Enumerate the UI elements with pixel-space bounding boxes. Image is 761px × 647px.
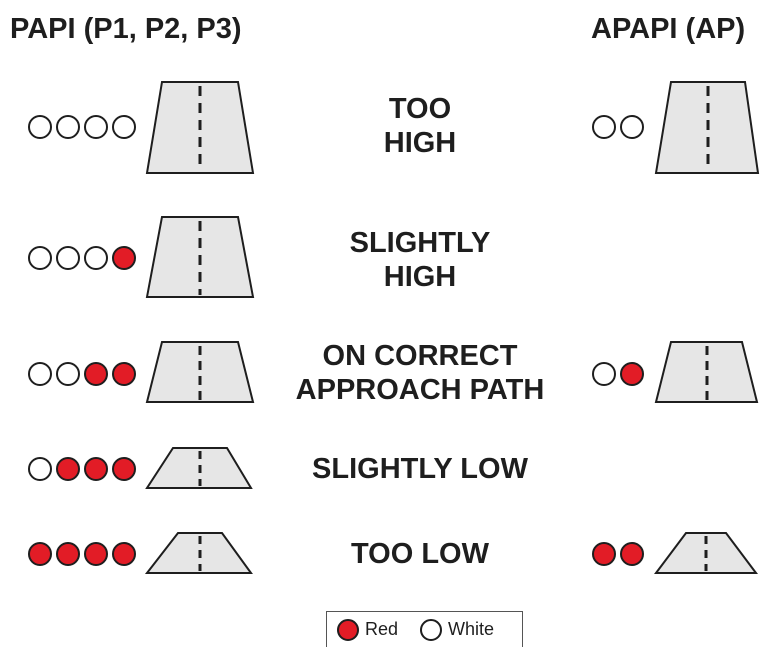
- papi-runway-icon: [145, 80, 255, 175]
- apapi-runway-icon: [654, 531, 758, 576]
- papi-runway-icon: [145, 446, 255, 491]
- white-light: [84, 115, 108, 139]
- red-light: [112, 362, 136, 386]
- papi-heading: PAPI (P1, P2, P3): [10, 13, 242, 45]
- white-light: [592, 115, 616, 139]
- white-light: [620, 115, 644, 139]
- white-light: [28, 457, 52, 481]
- red-light: [84, 362, 108, 386]
- papi-runway-icon: [144, 531, 255, 576]
- papi-lights: [28, 246, 136, 270]
- papi-lights: [28, 542, 136, 566]
- state-label: SLIGHTLY HIGH: [270, 226, 570, 294]
- red-light: [112, 542, 136, 566]
- legend: Red White: [326, 611, 523, 647]
- state-label-line2: HIGH: [383, 127, 457, 159]
- state-label: ON CORRECT APPROACH PATH: [270, 339, 570, 407]
- apapi-lights: [592, 115, 644, 139]
- state-label-line2: HIGH: [383, 261, 457, 293]
- legend-label-red: Red: [365, 619, 399, 639]
- white-light: [592, 362, 616, 386]
- state-label: TOO LOW: [270, 537, 570, 571]
- red-light: [56, 457, 80, 481]
- white-light: [84, 246, 108, 270]
- white-light: [28, 362, 52, 386]
- papi-lights: [28, 362, 136, 386]
- state-label-line1: SLIGHTLY LOW: [312, 453, 528, 485]
- white-light: [28, 115, 52, 139]
- state-label-line1: TOO LOW: [350, 538, 489, 570]
- legend-item-red: Red: [337, 618, 399, 641]
- red-light: [84, 542, 108, 566]
- red-light: [28, 542, 52, 566]
- apapi-lights: [592, 542, 644, 566]
- red-light: [84, 457, 108, 481]
- papi-lights: [28, 115, 136, 139]
- state-label-line1: TOO: [388, 93, 452, 125]
- apapi-runway-icon: [654, 340, 761, 405]
- state-label-line2: APPROACH PATH: [295, 374, 545, 406]
- white-light: [112, 115, 136, 139]
- state-label-line1: ON CORRECT: [322, 340, 518, 372]
- white-light-swatch: [420, 618, 443, 641]
- legend-item-white: White: [420, 618, 495, 641]
- red-light: [56, 542, 80, 566]
- apapi-heading: APAPI (AP): [591, 13, 746, 45]
- state-label: SLIGHTLY LOW: [270, 452, 570, 486]
- apapi-runway-icon: [654, 80, 761, 175]
- state-label-line1: SLIGHTLY: [349, 227, 491, 259]
- white-light: [56, 115, 80, 139]
- red-light: [620, 362, 644, 386]
- red-light: [112, 457, 136, 481]
- white-light: [56, 362, 80, 386]
- red-light: [112, 246, 136, 270]
- red-light: [620, 542, 644, 566]
- legend-label-white: White: [448, 619, 495, 639]
- papi-lights: [28, 457, 136, 481]
- papi-runway-icon: [145, 215, 255, 300]
- red-light: [592, 542, 616, 566]
- red-light-swatch: [337, 618, 359, 641]
- state-label: TOO HIGH: [270, 92, 570, 160]
- apapi-lights: [592, 362, 644, 386]
- white-light: [28, 246, 52, 270]
- white-light: [56, 246, 80, 270]
- papi-runway-icon: [145, 340, 255, 405]
